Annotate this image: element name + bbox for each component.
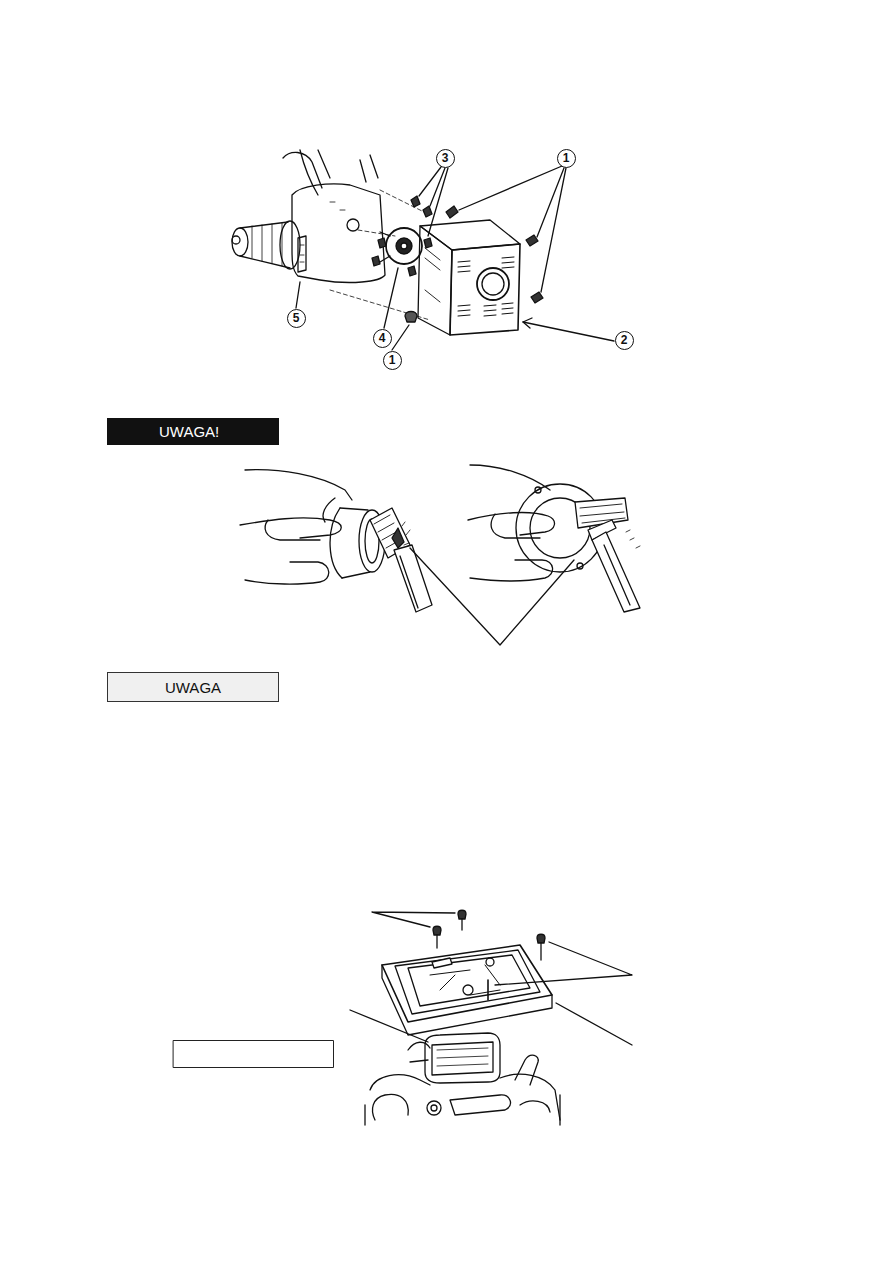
warning-box: UWAGA! — [107, 418, 279, 445]
callout-number: 3 — [436, 149, 455, 168]
callout-number: 5 — [287, 309, 306, 328]
air-cleaner-figure — [174, 910, 633, 1125]
muffler-guard-figure — [232, 150, 614, 350]
note-heading: UWAGA — [165, 679, 221, 696]
note-heading: UWAGA! — [159, 423, 219, 440]
note-box: UWAGA — [107, 672, 279, 702]
cleaning-figure — [240, 465, 640, 645]
callout-number: 1 — [383, 351, 402, 370]
callout-number: 1 — [557, 149, 576, 168]
callout-number: 4 — [373, 329, 392, 348]
callout-number: 2 — [615, 331, 634, 350]
